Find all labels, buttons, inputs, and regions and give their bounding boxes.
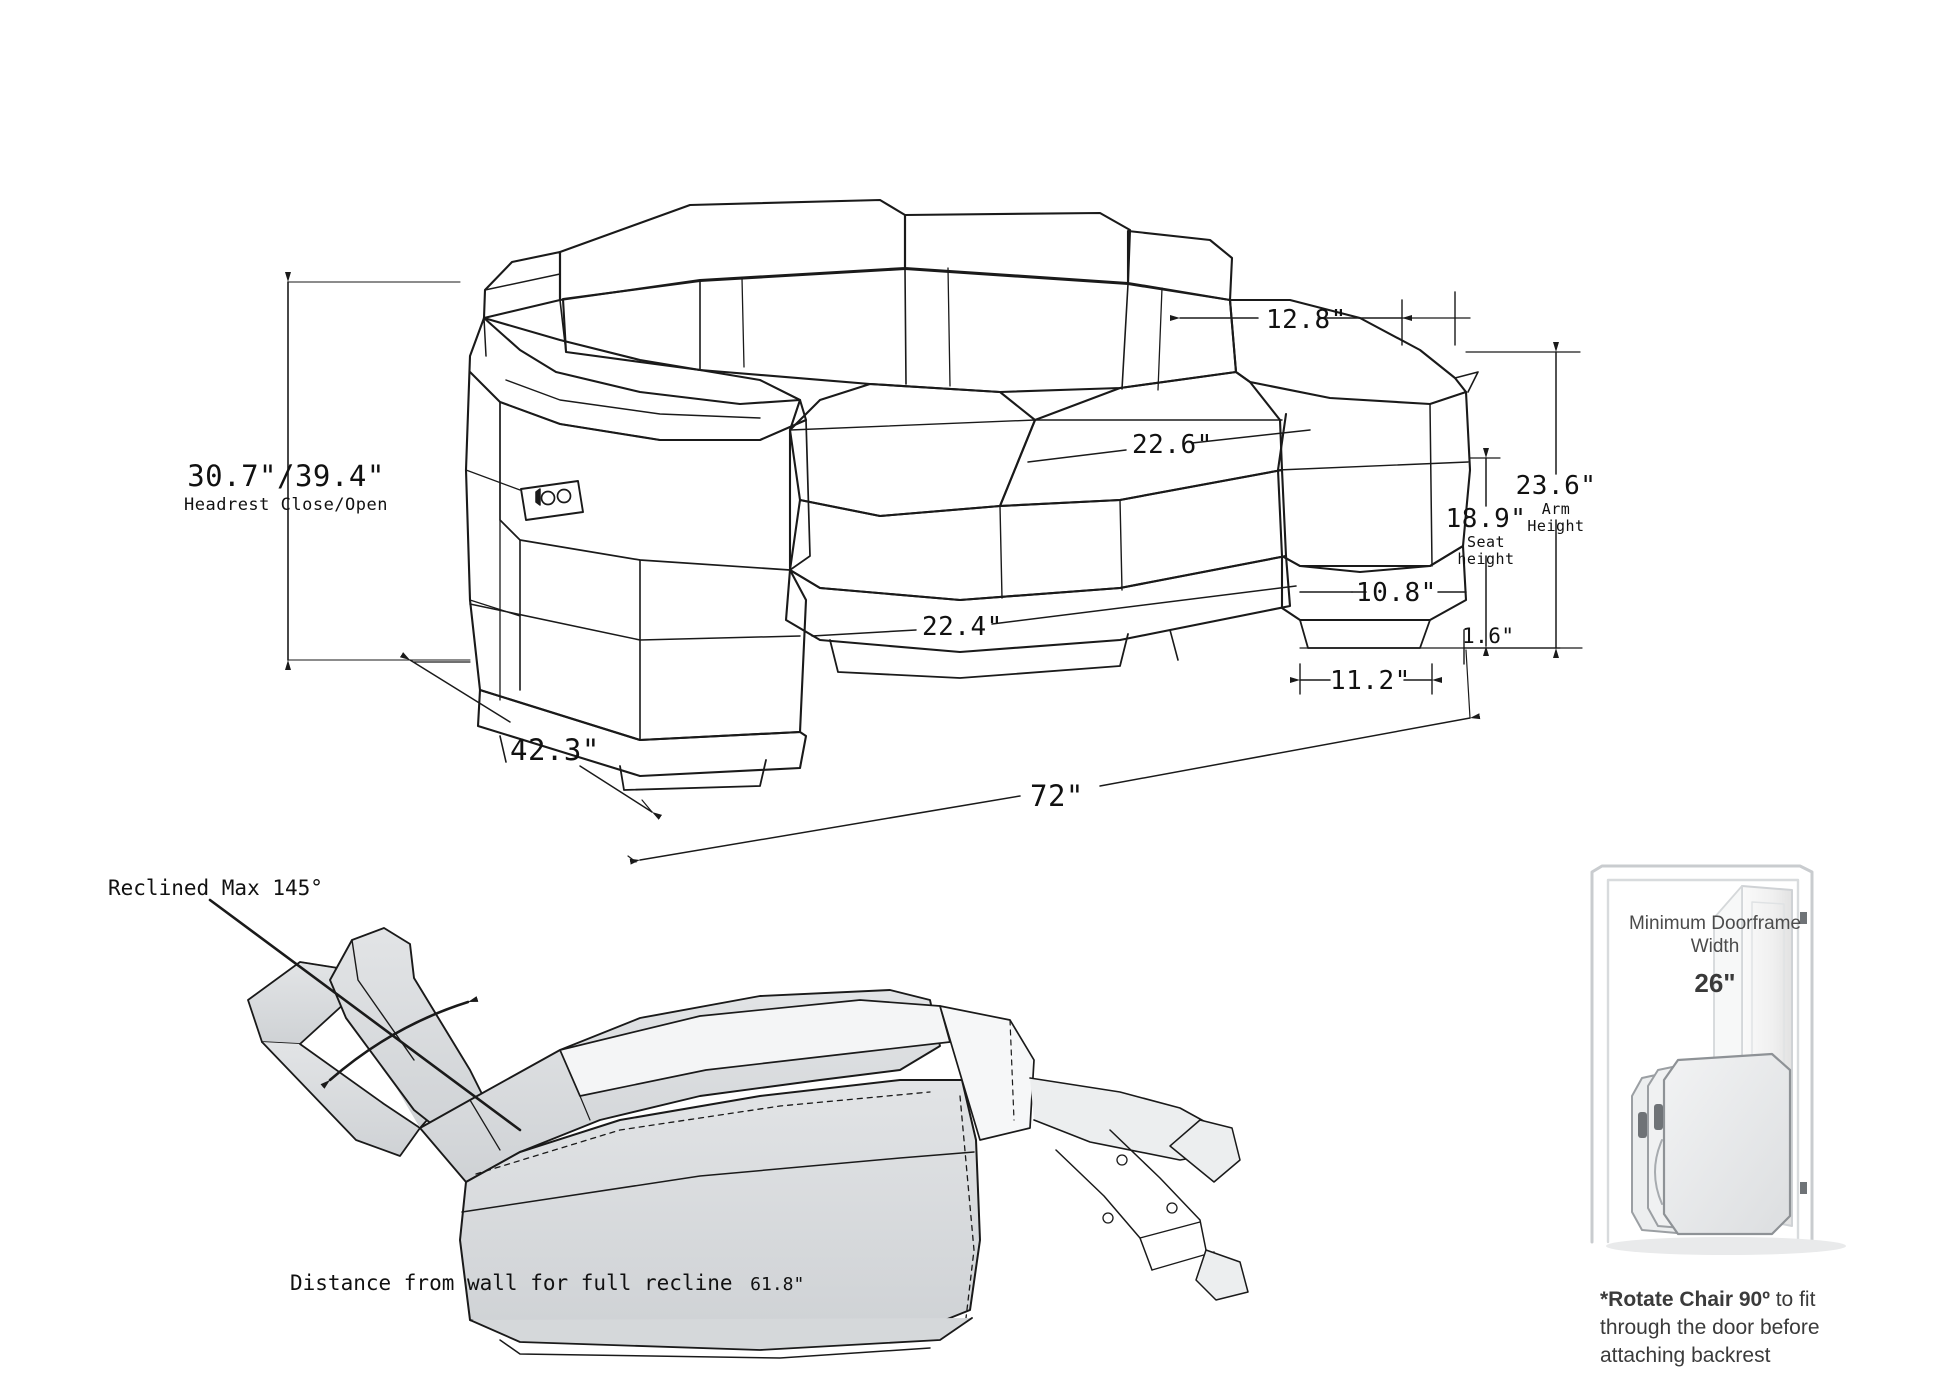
- doorframe-width-value: 26": [1694, 968, 1736, 999]
- doorframe-illustration: [1588, 864, 1946, 1255]
- dimline-seat-height: [1469, 448, 1501, 656]
- dim-value-leg-height: 1.6": [1462, 624, 1515, 648]
- dim-caption-arm-height-1: Arm: [1541, 500, 1571, 519]
- doorframe-label-line1: Minimum Doorframe: [1628, 913, 1802, 934]
- dimline-overall-width: [627, 649, 1481, 865]
- dim-value-seat-front: 22.4": [922, 612, 1003, 642]
- dimline-headrest-height: [285, 272, 471, 670]
- doorframe-note-bold: *Rotate Chair 90º: [1600, 1288, 1770, 1311]
- doorframe-note-rest: to fit through the door before attaching…: [1600, 1288, 1820, 1368]
- sofa-illustration: [464, 198, 1479, 791]
- dimline-leg-height: [1463, 629, 1561, 665]
- dim-value-base-inset: 10.8": [1356, 578, 1437, 608]
- dim-label-headrest-height: 30.7"/39.4" Headrest Close/Open: [184, 460, 388, 516]
- doorframe-label-line2: Width: [1690, 936, 1740, 958]
- dim-value-arm-height: 23.6": [1515, 471, 1597, 501]
- recliner-wall-caption: Distance from wall for full recline: [290, 1271, 733, 1295]
- dim-caption-seat-height-1: Seat: [1466, 533, 1506, 552]
- doorframe-width-label: Minimum Doorframe Width 26": [1620, 912, 1810, 999]
- power-button-icon: [520, 480, 584, 521]
- recliner-wall-distance: Distance from wall for full recline 61.8…: [290, 1271, 804, 1295]
- dimline-base-width: [1290, 663, 1442, 695]
- dimline-overall-depth: [399, 652, 663, 820]
- dimline-backrest-depth: [1170, 291, 1471, 346]
- dim-value-headrest-height: 30.7"/39.4": [187, 459, 385, 493]
- recliner-illustration: [208, 898, 1249, 1359]
- dim-label-arm-height: 23.6" Arm Height: [1515, 471, 1597, 535]
- dimline-seat-depth: [1027, 429, 1311, 463]
- dim-value-overall-depth: 42.3": [510, 733, 600, 767]
- dim-caption-seat-height-2: height: [1457, 549, 1515, 568]
- dim-value-seat-depth: 22.6": [1132, 430, 1213, 460]
- dim-value-seat-height: 18.9": [1445, 504, 1527, 534]
- doorframe-rotate-note: *Rotate Chair 90º to fit through the doo…: [1600, 1286, 1840, 1370]
- dim-value-base-width: 11.2": [1330, 666, 1411, 696]
- dim-label-seat-height: 18.9" Seat height: [1445, 504, 1527, 568]
- dim-caption-arm-height-2: Height: [1527, 516, 1585, 535]
- dim-value-backrest-depth: 12.8": [1266, 305, 1347, 335]
- recliner-wall-value: 61.8": [750, 1274, 805, 1295]
- recliner-angle-label: Reclined Max 145°: [108, 876, 323, 900]
- dim-value-overall-width: 72": [1030, 779, 1084, 813]
- dim-caption-headrest-height: Headrest Close/Open: [184, 495, 388, 516]
- dimline-seat-front: [811, 585, 1297, 637]
